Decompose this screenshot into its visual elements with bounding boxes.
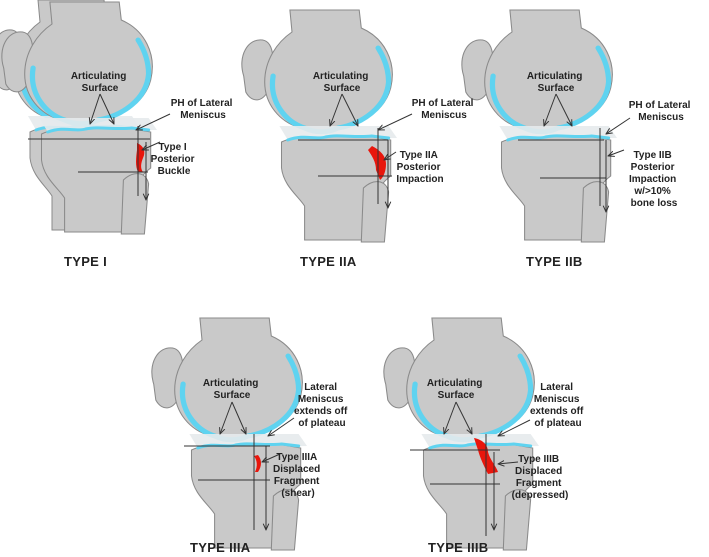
meniscus-label-5: Lateral Meniscus extends off of plateau <box>530 382 586 429</box>
articulating-label-3: Articulating Surface <box>527 71 585 94</box>
fracture-type-iiia <box>254 455 261 472</box>
fracture-type-iia <box>368 146 386 180</box>
reference-lines <box>28 126 606 536</box>
fracture-label-1: Type I Posterior Buckle <box>151 142 198 177</box>
pointer-arrows <box>90 93 631 464</box>
meniscus-label-2: PH of Lateral Meniscus <box>412 98 476 121</box>
knee-type-iia <box>242 10 397 242</box>
articulating-label-4: Articulating Surface <box>203 378 261 401</box>
knee-type-iiib <box>384 318 539 550</box>
panel-title-3: TYPE IIB <box>526 254 583 269</box>
articulating-label-5: Articulating Surface <box>427 378 485 401</box>
meniscus-label-4: Lateral Meniscus extends off of plateau <box>294 382 350 429</box>
fracture-label-5: Type IIIB Displaced Fragment (depressed) <box>512 454 569 501</box>
fracture-label-4: Type IIIA Displaced Fragment (shear) <box>273 452 323 499</box>
panel-title-2: TYPE IIA <box>300 254 357 269</box>
fracture-label-3: Type IIB Posterior Impaction w/>10% bone… <box>629 150 679 209</box>
articulating-label-1: Articulating Surface <box>71 71 129 94</box>
knee-type-i <box>2 2 157 234</box>
meniscus-label-3: PH of Lateral Meniscus <box>629 100 693 123</box>
panel-title-4: TYPE IIIA <box>190 540 251 555</box>
fracture-label-2: Type IIA Posterior Impaction <box>396 150 443 185</box>
panel-title-5: TYPE IIIB <box>428 540 489 555</box>
knee-type-iib <box>462 10 617 242</box>
articulating-label-2: Articulating Surface <box>313 71 371 94</box>
meniscus-label-1: PH of Lateral Meniscus <box>171 98 235 121</box>
panel-title-1: TYPE I <box>64 254 107 269</box>
knee-type-iiia <box>152 318 307 550</box>
